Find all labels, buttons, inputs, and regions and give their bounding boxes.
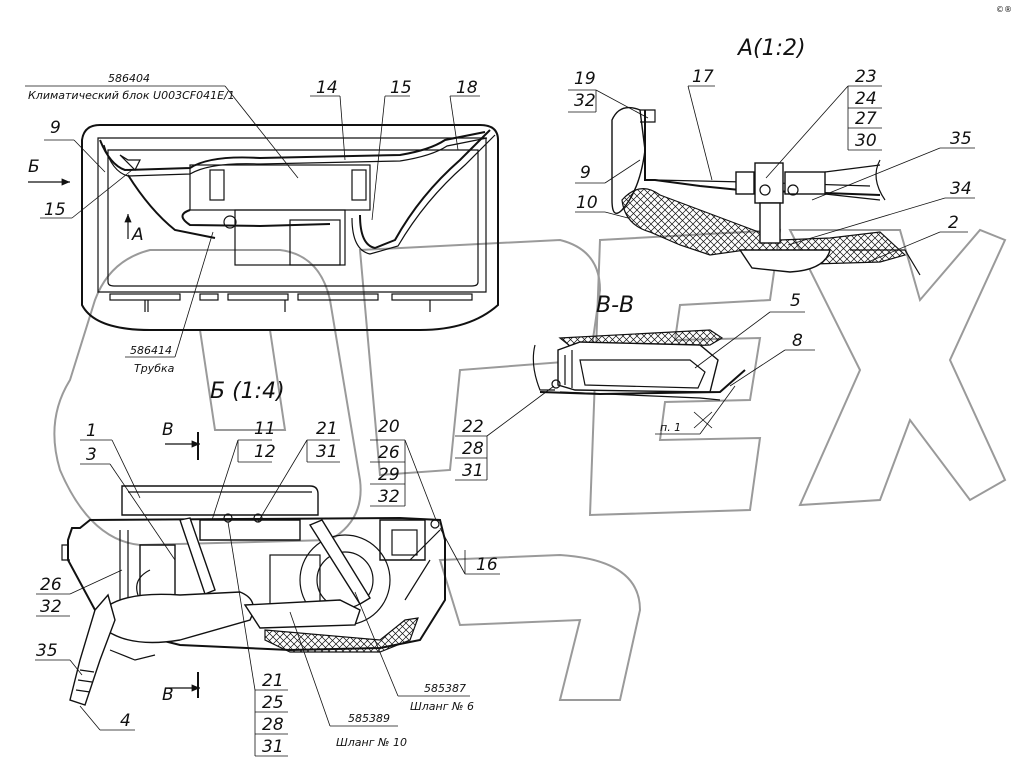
callout-hose6-number: 585387 — [424, 682, 466, 695]
label-21-bot: 21 — [262, 671, 284, 691]
label-18: 18 — [456, 78, 478, 98]
label-28-v: 28 — [462, 439, 484, 459]
cut-label-v-bottom: В — [162, 685, 174, 705]
label-1: 1 — [86, 421, 97, 441]
label-31-bot: 31 — [262, 737, 284, 757]
label-16: 16 — [476, 555, 498, 575]
label-12: 12 — [254, 442, 276, 462]
label-30: 30 — [855, 131, 877, 151]
corner-mark: ©® — [996, 5, 1012, 14]
label-31-top: 31 — [316, 442, 338, 462]
note-p1: п. 1 — [660, 421, 681, 434]
callout-climate-name: Климатический блок U003CF041E/1 — [28, 89, 235, 102]
label-35-a: 35 — [950, 129, 972, 149]
callout-tube-name: Трубка — [134, 362, 175, 375]
label-5: 5 — [790, 291, 801, 311]
label-23: 23 — [855, 67, 877, 87]
label-29: 29 — [378, 465, 400, 485]
label-11: 11 — [254, 419, 276, 439]
label-27: 27 — [855, 109, 877, 129]
main-plan-view — [81, 124, 499, 331]
label-17: 17 — [692, 67, 714, 87]
label-32-left: 32 — [40, 597, 62, 617]
view-title-vv: В-В — [596, 293, 634, 318]
label-19: 19 — [574, 69, 596, 89]
label-15-left: 15 — [44, 200, 66, 220]
label-26-left: 26 — [40, 575, 62, 595]
label-15-top: 15 — [390, 78, 412, 98]
view-a-drawing — [611, 106, 921, 276]
leaders-view-b — [35, 439, 500, 757]
callout-climate-number: 586404 — [108, 72, 150, 85]
view-title-a: A(1:2) — [736, 36, 806, 61]
cut-label-b-left: Б — [28, 157, 40, 177]
callout-hose10-name: Шланг № 10 — [336, 736, 407, 749]
leaders-view-vv — [455, 311, 815, 481]
label-35-left: 35 — [36, 641, 58, 661]
label-3: 3 — [86, 445, 97, 465]
watermark-logo — [53, 228, 1007, 701]
label-9-a: 9 — [580, 163, 591, 183]
label-22: 22 — [462, 417, 484, 437]
leaders-top-left — [25, 85, 480, 358]
label-31-v: 31 — [462, 461, 484, 481]
label-32-top: 32 — [378, 487, 400, 507]
leaders-view-a — [568, 85, 975, 263]
label-8: 8 — [792, 331, 803, 351]
cut-label-v-top: В — [162, 420, 174, 440]
callout-hose6-name: Шланг № 6 — [410, 700, 474, 713]
label-24: 24 — [855, 89, 877, 109]
label-20: 20 — [378, 417, 400, 437]
callout-tube-number: 586414 — [130, 344, 172, 357]
label-32-a: 32 — [574, 91, 596, 111]
label-4: 4 — [120, 711, 131, 731]
label-14: 14 — [316, 78, 338, 98]
label-9-top: 9 — [50, 118, 61, 138]
label-34: 34 — [950, 179, 972, 199]
cut-label-a: A — [131, 225, 144, 245]
view-title-b: Б (1:4) — [210, 379, 285, 404]
label-26-top: 26 — [378, 443, 400, 463]
view-vv-drawing — [532, 329, 746, 401]
label-21-top: 21 — [316, 419, 338, 439]
view-b-drawing — [61, 485, 446, 706]
label-10: 10 — [576, 193, 598, 213]
label-28-bot: 28 — [262, 715, 284, 735]
label-2: 2 — [948, 213, 959, 233]
callout-hose10-number: 585389 — [348, 712, 390, 725]
label-25: 25 — [262, 693, 284, 713]
